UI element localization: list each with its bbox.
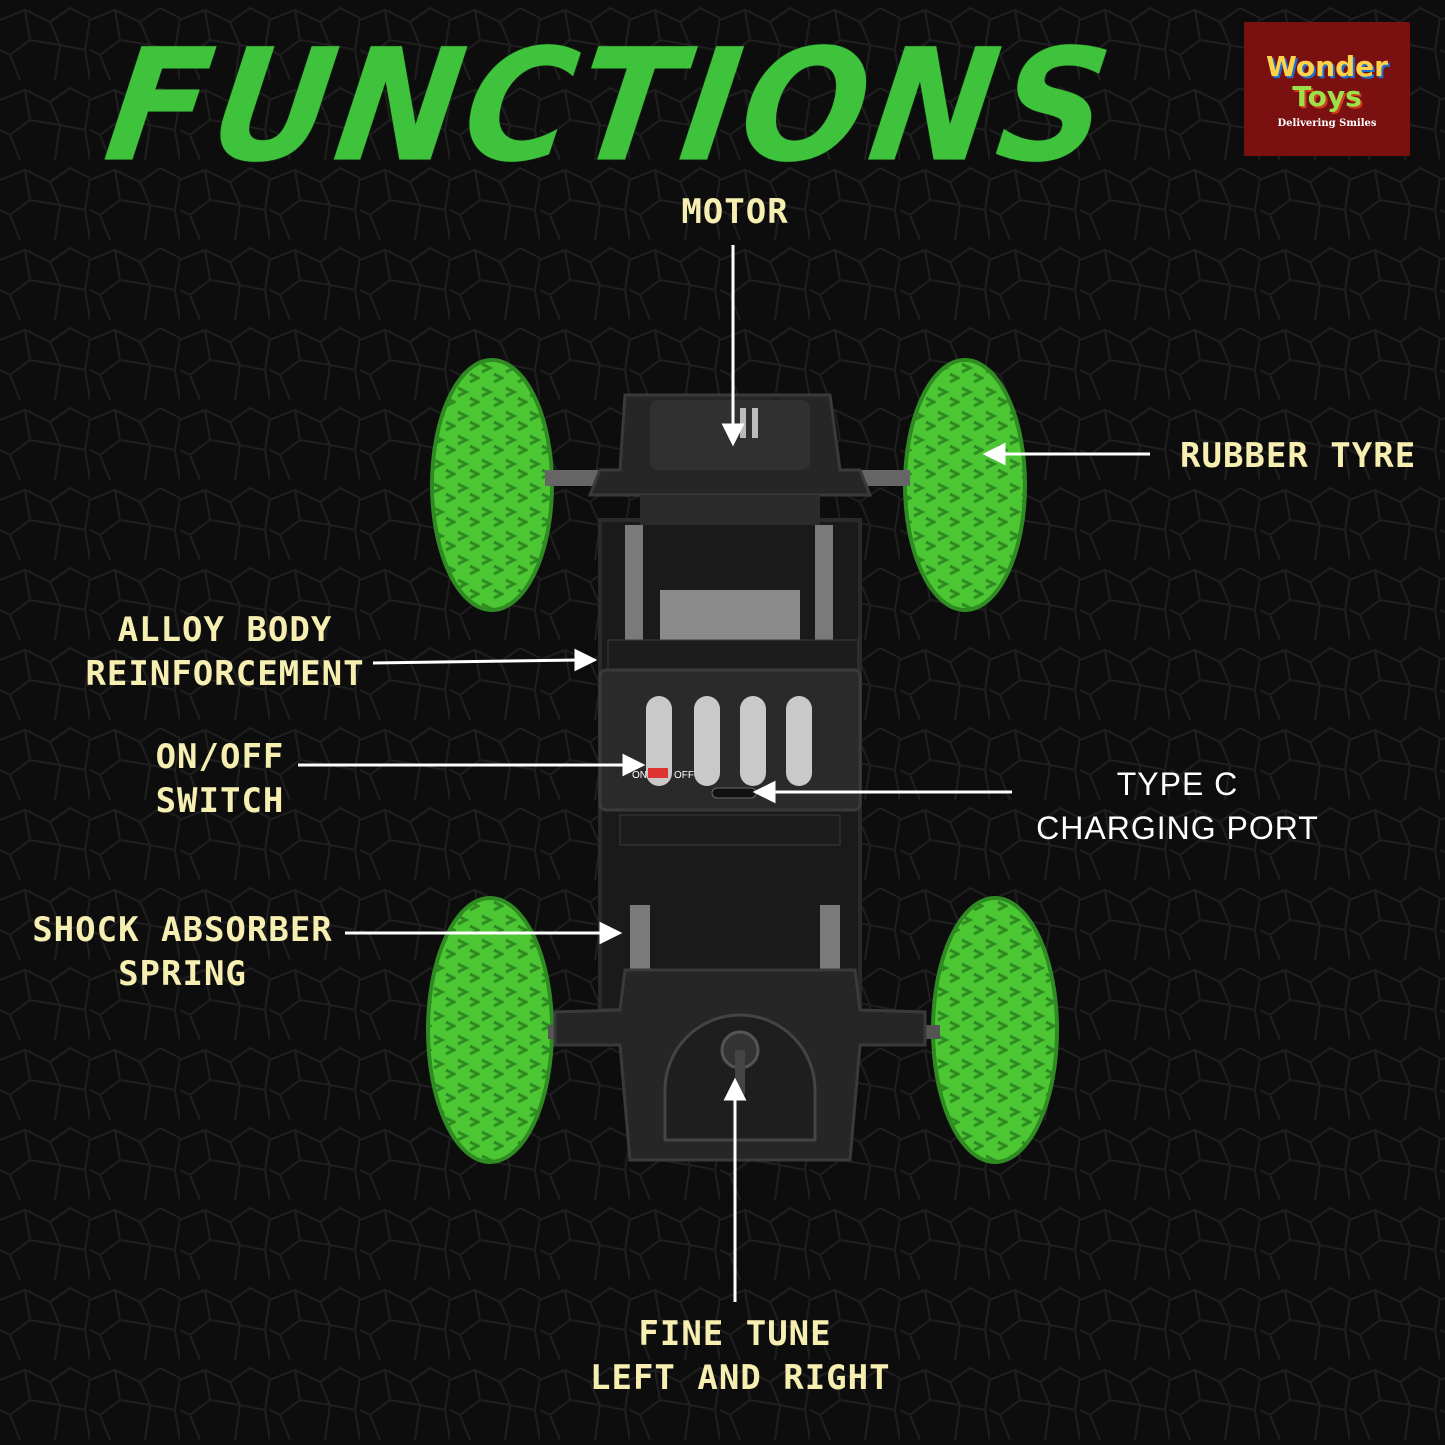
shock-arrowhead bbox=[599, 921, 623, 945]
motor-arrowhead bbox=[721, 423, 745, 447]
logo-word-wonder: Wonder bbox=[1266, 50, 1388, 83]
label-fine-tune: FINE TUNE LEFT AND RIGHT bbox=[590, 1312, 891, 1400]
alloy-arrow-line bbox=[372, 658, 581, 665]
label-switch-line1: ON/OFF bbox=[155, 737, 285, 777]
label-rubber-tyre: RUBBER TYRE bbox=[1180, 434, 1415, 478]
label-on-off-switch: ON/OFF SWITCH bbox=[135, 735, 305, 823]
label-switch-line2: SWITCH bbox=[155, 781, 285, 821]
alloy-arrowhead bbox=[574, 648, 598, 672]
switch-on-text: ON bbox=[632, 770, 647, 781]
label-type-c-port: TYPE C CHARGING PORT bbox=[1020, 762, 1335, 850]
tyre-arrowhead bbox=[982, 442, 1006, 466]
label-shock-line1: SHOCK ABSORBER bbox=[32, 910, 333, 950]
typec-arrowhead bbox=[752, 780, 776, 804]
brand-logo: Wonder Toys Delivering Smiles bbox=[1244, 22, 1410, 156]
chassis bbox=[553, 393, 927, 1162]
label-shock-absorber: SHOCK ABSORBER SPRING bbox=[30, 908, 335, 996]
finetune-arrowhead bbox=[723, 1077, 747, 1101]
callout-arrows bbox=[298, 245, 1150, 1302]
label-typec-line2: CHARGING PORT bbox=[1036, 810, 1319, 846]
label-alloy-line1: ALLOY BODY bbox=[117, 610, 333, 650]
switch-arrowhead bbox=[622, 753, 646, 777]
label-alloy-body: ALLOY BODY REINFORCEMENT bbox=[85, 608, 365, 696]
label-fine-line2: LEFT AND RIGHT bbox=[590, 1358, 891, 1398]
power-switch bbox=[648, 768, 668, 778]
label-motor-text: MOTOR bbox=[681, 192, 789, 232]
tyre-rear-right bbox=[931, 896, 1059, 1164]
logo-word-toys: Toys bbox=[1292, 80, 1362, 113]
logo-tagline: Delivering Smiles bbox=[1277, 118, 1377, 129]
switch-off-text: OFF bbox=[674, 770, 694, 781]
label-alloy-line2: REINFORCEMENT bbox=[85, 654, 365, 694]
label-motor: MOTOR bbox=[640, 190, 830, 234]
label-fine-line1: FINE TUNE bbox=[638, 1314, 832, 1354]
page-title: FUNCTIONS bbox=[96, 15, 1124, 197]
type-c-port bbox=[711, 787, 757, 799]
tyre-rear-left bbox=[426, 896, 554, 1164]
label-typec-line1: TYPE C bbox=[1116, 766, 1239, 802]
label-shock-line2: SPRING bbox=[118, 954, 247, 994]
tyre-front-right bbox=[903, 358, 1027, 612]
tyre-front-left bbox=[430, 358, 554, 612]
label-rubber-tyre-text: RUBBER TYRE bbox=[1180, 436, 1417, 476]
